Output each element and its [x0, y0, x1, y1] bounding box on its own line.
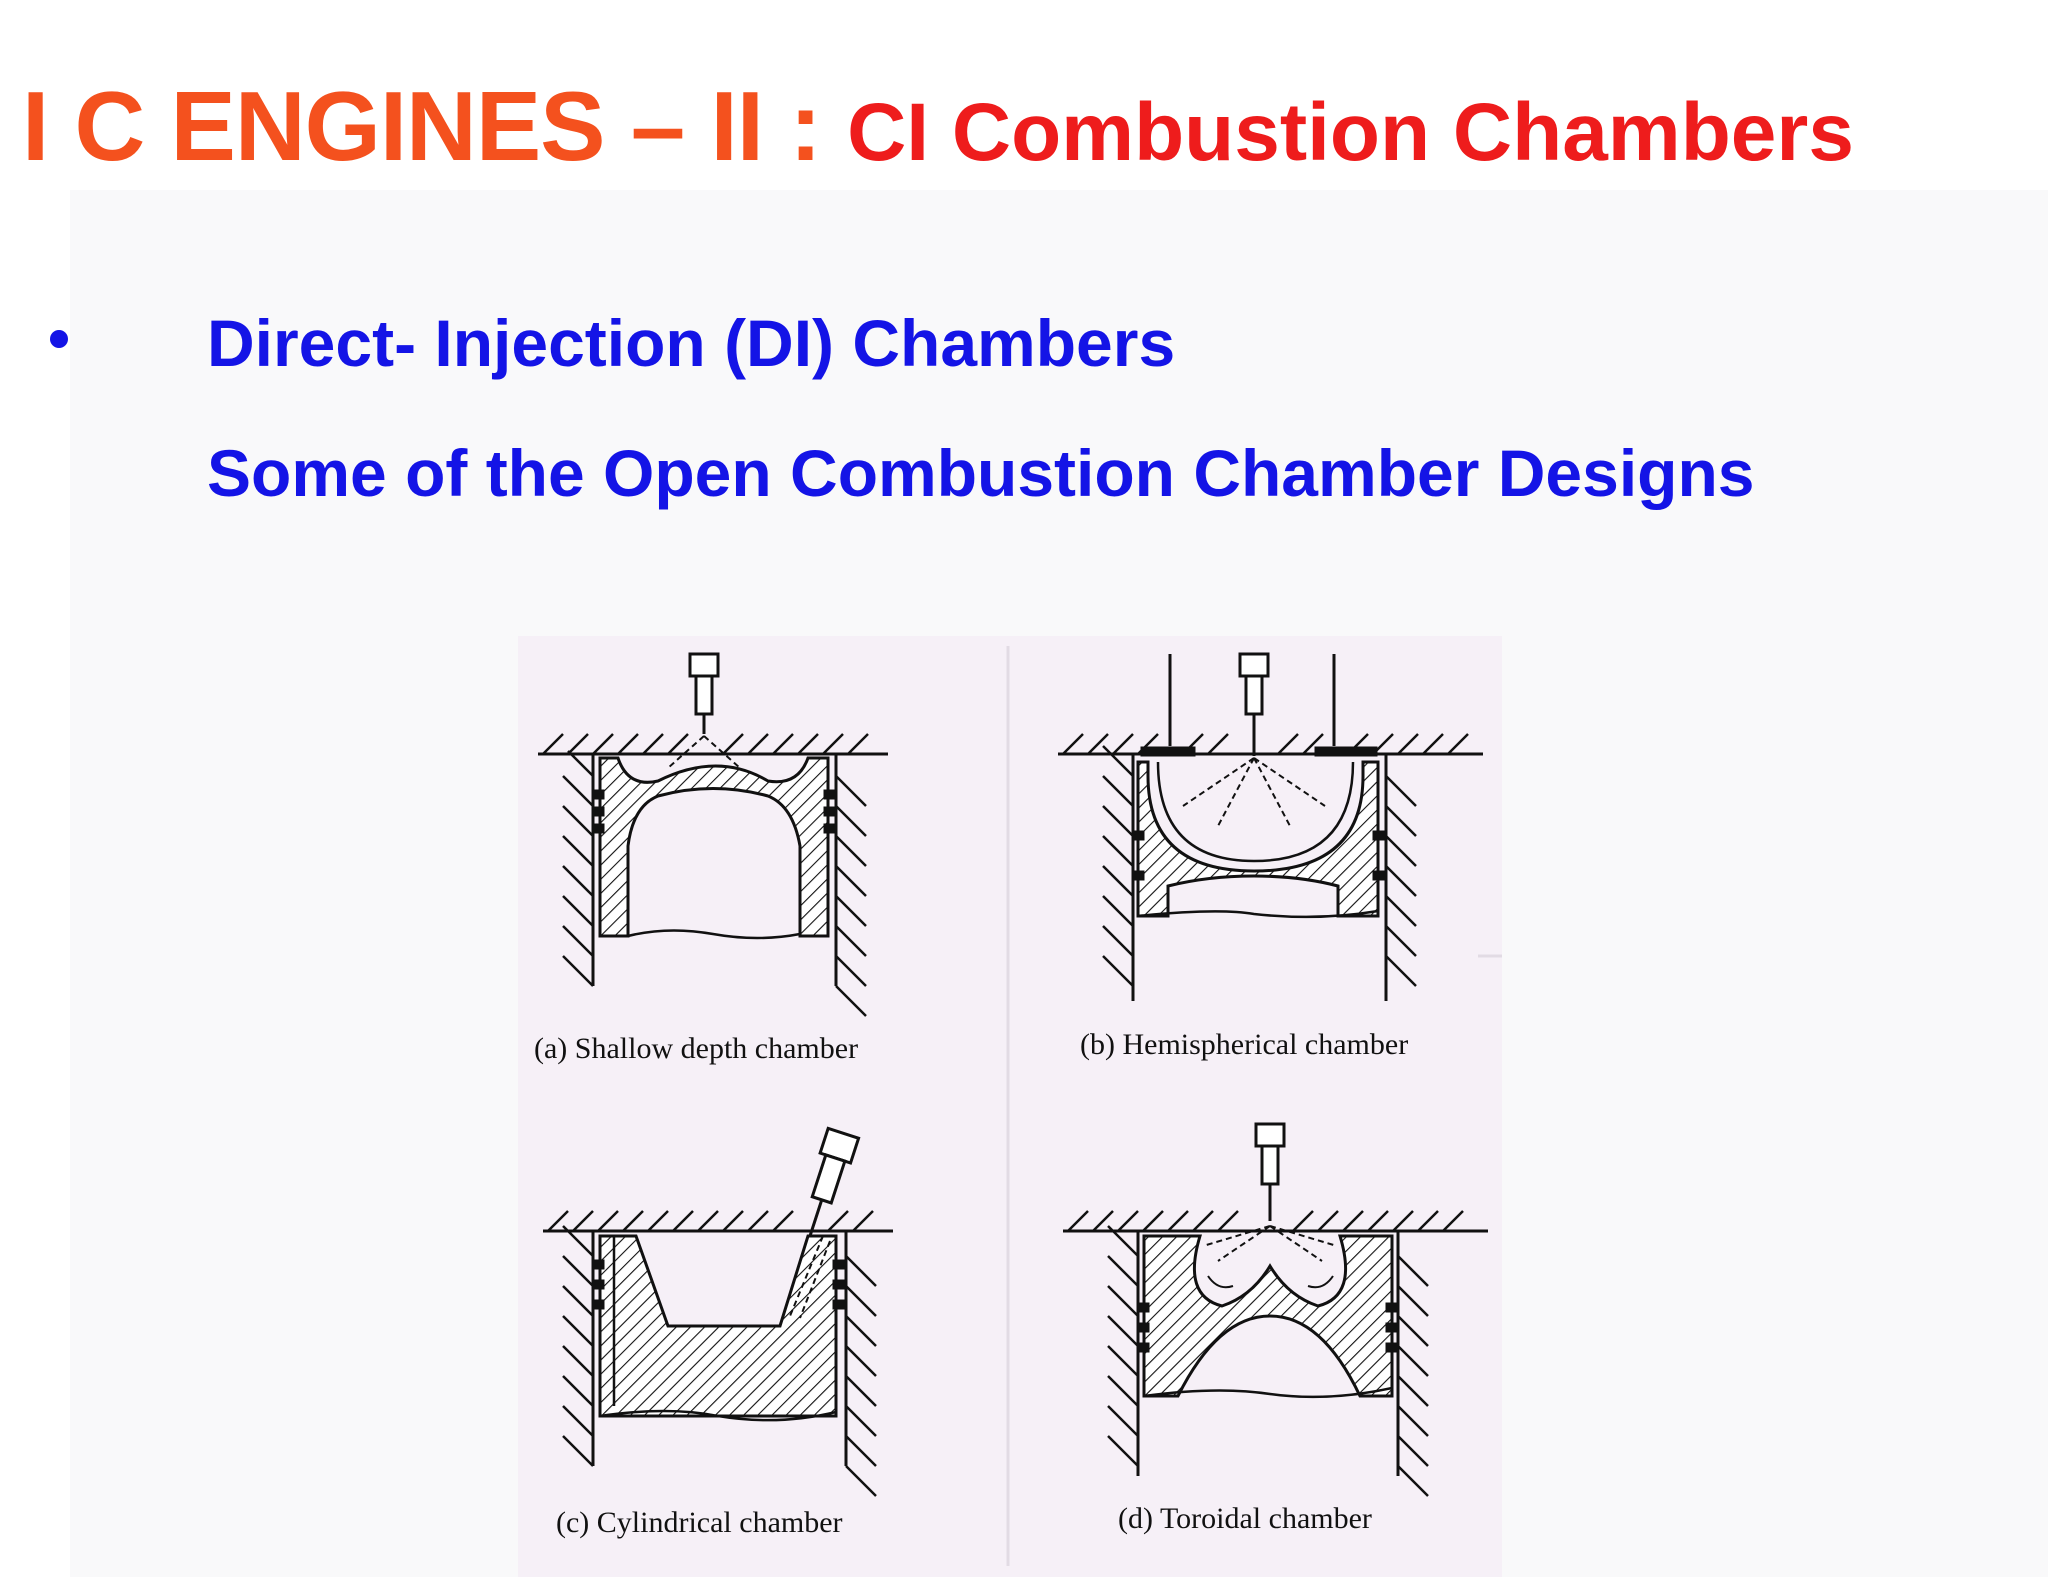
bullet-heading: Direct- Injection (DI) Chambers [207, 306, 1176, 380]
combustion-chamber-figure: (a) Shallow depth chamber (b) Hemispheri… [518, 636, 1502, 1577]
title-sub: CI Combustion Chambers [847, 87, 1854, 178]
diagram-d-toroidal [1063, 1122, 1488, 1497]
diagram-c-cylindrical [543, 1126, 893, 1497]
caption-d: (d) Toroidal chamber [1118, 1502, 1372, 1535]
bullet-dot-icon [50, 330, 68, 348]
diagram-a-shallow [538, 652, 888, 1017]
bullet-subheading: Some of the Open Combustion Chamber Desi… [207, 436, 1755, 510]
caption-a: (a) Shallow depth chamber [534, 1032, 859, 1065]
slide-title: I C ENGINES – II : CI Combustion Chamber… [22, 70, 1854, 190]
caption-b: (b) Hemispherical chamber [1080, 1028, 1409, 1061]
caption-c: (c) Cylindrical chamber [556, 1506, 843, 1539]
chamber-diagrams [538, 646, 1502, 1566]
diagram-b-hemispherical [1058, 652, 1483, 1001]
title-main: I C ENGINES – II : [22, 71, 848, 181]
